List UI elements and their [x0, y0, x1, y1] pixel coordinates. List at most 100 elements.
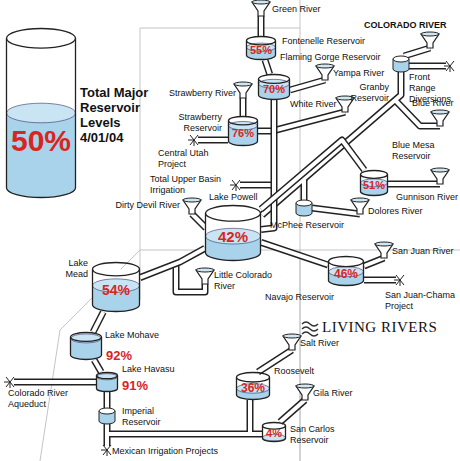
pipe-connector: [261, 242, 328, 265]
pipe-outline: [14, 16, 446, 446]
reservoir-name: Lake Havasu: [122, 364, 175, 375]
river-funnel: [252, 0, 270, 16]
river-label: San Juan River: [392, 246, 454, 257]
pipe-outline: [261, 242, 328, 265]
pipe-connector: [94, 360, 101, 372]
outflow-splash: [188, 135, 198, 146]
river-label: Yampa River: [333, 68, 384, 79]
pipe-inner: [14, 16, 446, 446]
river-label: Central Utah Project: [158, 148, 218, 170]
pipe-outline: [93, 312, 103, 332]
level-percent: 42%: [205, 228, 261, 245]
reservoir-tank: Fontenelle Reservoir55%: [246, 36, 276, 60]
pipe-inner: [261, 140, 364, 209]
river-label: McPhee Reservoir: [270, 220, 344, 231]
river-funnel: [196, 268, 214, 284]
reservoir-tank: Lake Havasu91%: [96, 372, 118, 392]
level-percent: 36%: [236, 381, 270, 395]
level-percent: 46%: [328, 267, 364, 281]
pipe-connector: [265, 60, 270, 74]
river-funnel: [351, 198, 369, 214]
river-label: Imperial Reservoir: [122, 406, 182, 428]
small-reservoir: [393, 56, 409, 72]
level-percent: 54%: [92, 282, 140, 298]
outflow-splash: [444, 61, 454, 72]
reservoir-name: Fontenelle Reservoir: [282, 36, 365, 47]
river-funnel: [183, 198, 201, 214]
river-funnel: [316, 64, 334, 80]
river-label: Salt River: [300, 338, 339, 349]
river-label: COLORADO RIVER: [364, 20, 447, 31]
river-label: Total Upper Basin Irrigation: [150, 174, 230, 196]
tank-outline: [6, 28, 76, 198]
reservoir-tank: Flaming Gorge Reservoir70%: [258, 74, 290, 100]
logo-text: LIVING RIVERS: [322, 318, 437, 336]
pipe-inner: [94, 360, 101, 372]
reservoir-tank: Lake Powell42%: [205, 205, 261, 261]
reservoir-tank: Strawberry Reservoir76%: [228, 116, 258, 146]
river-label: Strawberry River: [160, 88, 236, 99]
river-funnel: [421, 32, 439, 48]
pipe-outline: [261, 140, 364, 209]
river-label: Gila River: [313, 388, 353, 399]
river-label: San Juan-Chama Project: [385, 290, 457, 312]
river-funnel: [296, 384, 314, 400]
reservoir-name: Roosevelt: [274, 366, 314, 377]
level-percent: 70%: [258, 83, 290, 96]
level-percent: 91%: [122, 378, 148, 393]
pipe-inner: [261, 242, 328, 265]
reservoir-tank: Blue Mesa Reservoir51%: [360, 170, 388, 196]
pipe-connector: [140, 248, 205, 277]
reservoir-tank: San Carlos Reservoir4%: [262, 422, 286, 442]
reservoir-name: Lake Mead: [48, 258, 88, 280]
pipe-inner: [265, 60, 270, 74]
small-reservoir: [99, 408, 115, 424]
level-percent: 92%: [106, 348, 132, 363]
reservoir-tank: Roosevelt36%: [236, 372, 270, 400]
river-funnel: [431, 110, 449, 126]
small-reservoirs: [99, 56, 409, 424]
pipe-inner: [140, 248, 205, 277]
river-label: Gunnison River: [396, 192, 458, 203]
pipe-outline: [94, 360, 101, 372]
reservoir-name: Lake Powell: [209, 192, 258, 203]
reservoir-name: Navajo Reservoir: [262, 292, 334, 303]
reservoir-name: Total Major Reservoir Levels 4/01/04: [80, 85, 152, 145]
logo-wave: [302, 322, 318, 336]
pipe-outline: [265, 60, 270, 74]
reservoir-name: Flaming Gorge Reservoir: [280, 52, 381, 63]
river-funnel: [234, 82, 252, 98]
river-label: Dirty Devil River: [98, 200, 180, 211]
tank-outline: [96, 372, 118, 392]
river-funnel: [283, 334, 301, 350]
river-label: Little Colorado River: [214, 270, 280, 292]
outflow-splash: [230, 180, 240, 191]
pipe-outline: [140, 248, 205, 277]
tank-outline: [70, 332, 102, 360]
state-borders: [40, 0, 460, 461]
outflow-splash: [101, 445, 111, 456]
reservoir-name: San Carlos Reservoir: [290, 424, 350, 446]
pipe-connector: [93, 312, 103, 332]
level-percent: 4%: [262, 427, 286, 440]
river-label: Green River: [272, 4, 321, 15]
level-percent: 50%: [6, 123, 76, 158]
river-label: White River: [290, 99, 337, 110]
outflow-splash: [394, 275, 404, 286]
outflow-splash: [4, 377, 14, 388]
river-label: Granby Reservoir: [345, 82, 389, 104]
level-percent: 51%: [360, 179, 388, 192]
river-funnel: [375, 242, 393, 258]
pipe-inner: [93, 312, 103, 332]
reservoir-tank: 50%Total Major Reservoir Levels 4/01/04: [6, 28, 76, 198]
river-label: Blue River: [412, 98, 454, 109]
river-label: Colorado River Aqueduct: [8, 388, 74, 410]
reservoir-name: Strawberry Reservoir: [150, 112, 222, 134]
small-reservoir: [296, 200, 312, 216]
river-label: Dolores River: [368, 206, 423, 217]
splashes: [4, 61, 454, 456]
reservoir-tank: Navajo Reservoir46%: [328, 256, 364, 286]
reservoir-tank: Lake Mead54%: [92, 262, 140, 312]
reservoir-name: Blue Mesa Reservoir: [392, 140, 452, 162]
